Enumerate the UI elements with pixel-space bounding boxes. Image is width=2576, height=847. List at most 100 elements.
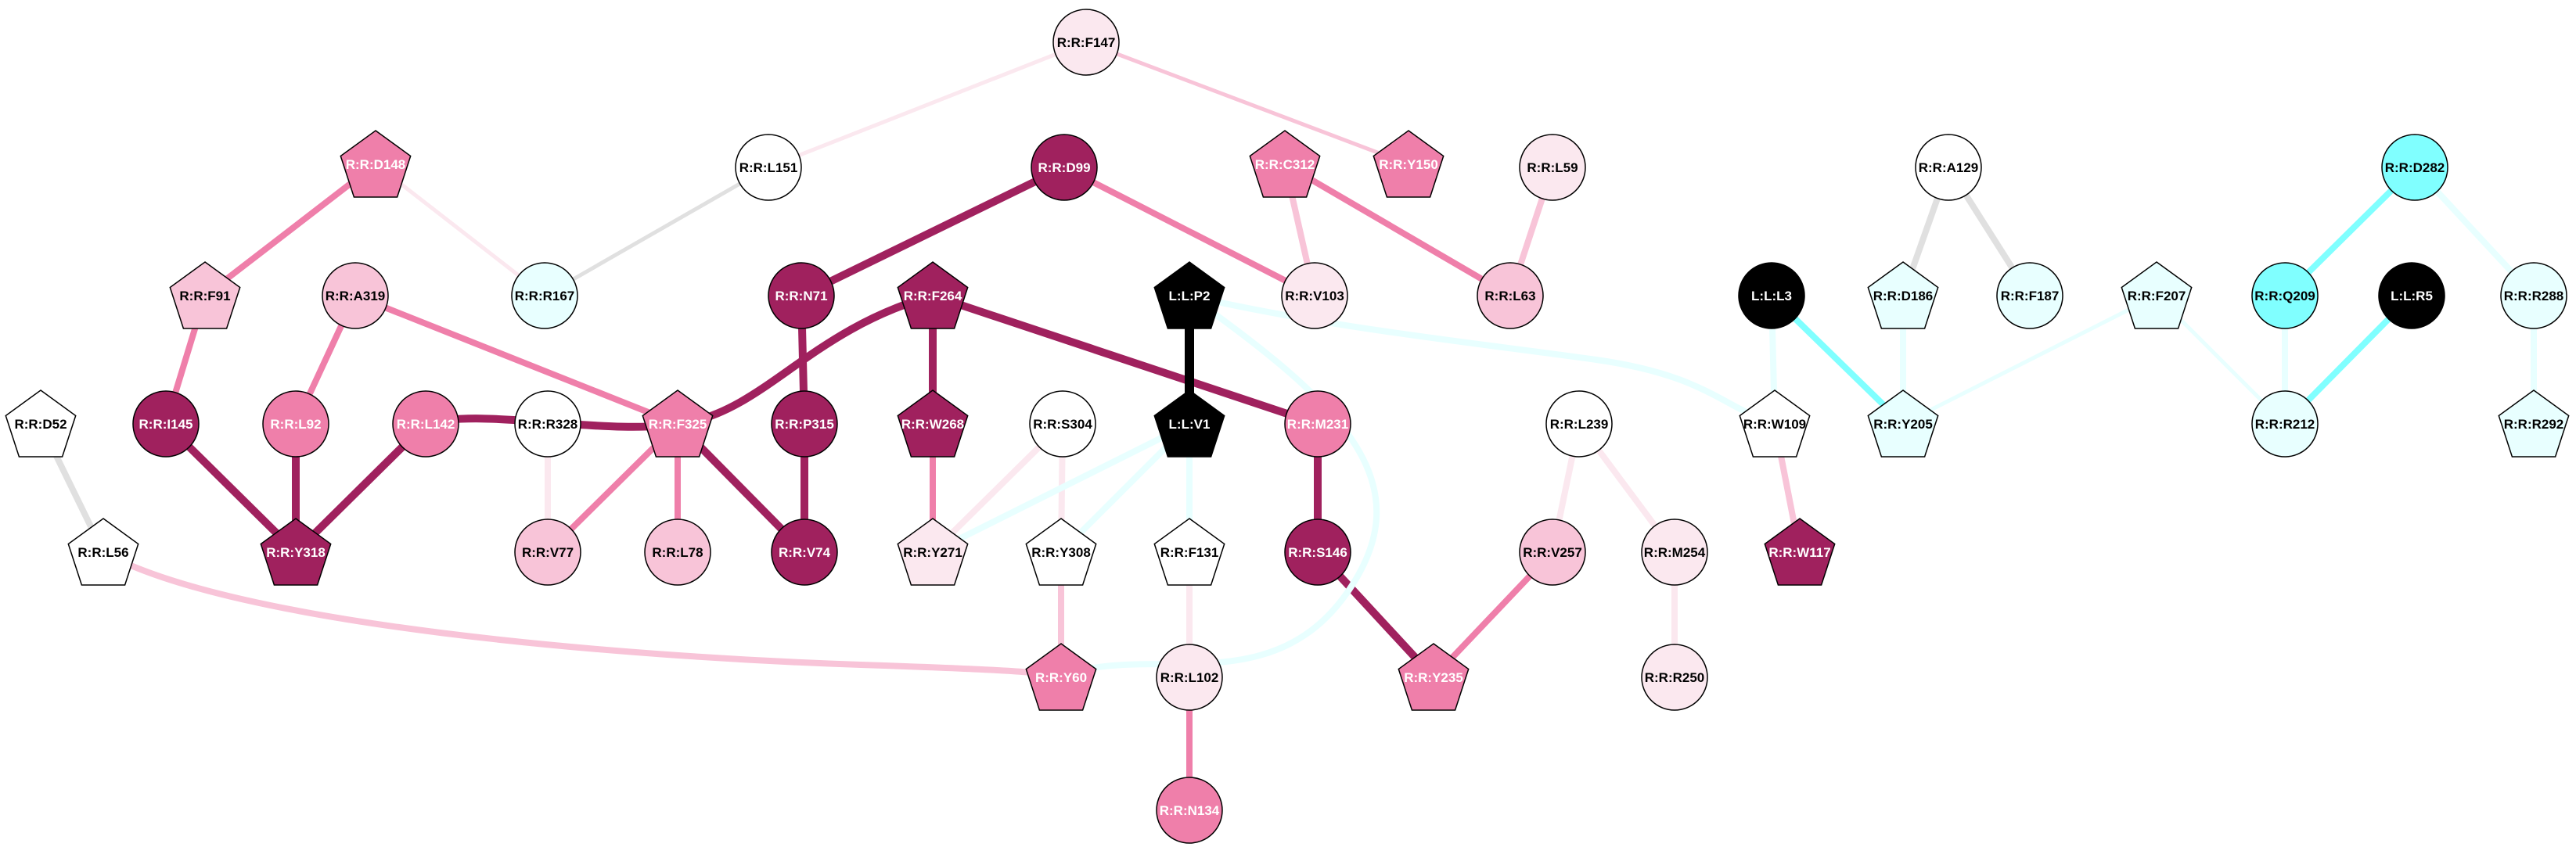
node-d186: R:R:D186 [1867, 261, 1939, 329]
node-label: R:R:D148 [346, 157, 406, 172]
node-pentagon [1398, 643, 1470, 711]
node-circle [2251, 390, 2319, 458]
node-pentagon [2498, 389, 2570, 458]
node-circle [1519, 134, 1586, 201]
node-label: R:R:F147 [1057, 35, 1116, 50]
node-f264: R:R:F264 [897, 261, 969, 329]
node-label: L:L:P2 [1169, 289, 1211, 303]
node-pentagon [260, 518, 332, 586]
node-f207: R:R:F207 [2121, 261, 2193, 329]
node-w268: R:R:W268 [897, 389, 969, 458]
node-pentagon [1153, 518, 1225, 586]
node-label: R:R:N71 [775, 289, 827, 303]
edge-d148-f91 [202, 161, 379, 299]
node-label: R:R:A129 [1919, 160, 1979, 175]
node-pentagon [2121, 261, 2193, 329]
edge-f264-m231 [929, 292, 1322, 428]
edge-d99-v103 [1061, 164, 1318, 299]
node-f91: R:R:F91 [169, 261, 241, 329]
node-y205: R:R:Y205 [1867, 389, 1939, 458]
node-circle [1031, 134, 1098, 201]
node-pentagon [897, 261, 969, 329]
node-label: R:R:M254 [1644, 545, 1706, 560]
node-circle [1029, 390, 1096, 458]
node-d148: R:R:D148 [340, 130, 412, 198]
node-label: R:R:W109 [1743, 417, 1806, 432]
node-circle [768, 262, 835, 329]
node-y150: R:R:Y150 [1373, 130, 1445, 198]
node-circle [771, 390, 838, 458]
node-y318: R:R:Y318 [260, 518, 332, 586]
node-a319: R:R:A319 [322, 262, 389, 329]
node-v77: R:R:V77 [514, 519, 581, 586]
node-circle [511, 262, 578, 329]
node-label: R:R:A319 [326, 289, 386, 303]
node-r5: L:L:R5 [2378, 262, 2445, 329]
node-d52: R:R:D52 [5, 389, 77, 458]
node-l3: L:L:L3 [1738, 262, 1805, 329]
node-label: R:R:D186 [1873, 289, 1934, 303]
node-label: R:R:L151 [739, 160, 798, 175]
node-circle [1477, 262, 1544, 329]
node-label: R:R:N134 [1160, 803, 1220, 818]
edge-d148-r167 [373, 162, 547, 298]
edge-f147-l151 [766, 40, 1088, 170]
node-label: R:R:R288 [2504, 289, 2564, 303]
node-label: R:R:R212 [2255, 417, 2315, 432]
edge-p2-y60 [1058, 293, 1380, 680]
node-r328: R:R:R328 [514, 390, 581, 458]
node-label: R:R:F131 [1160, 545, 1219, 560]
node-label: R:R:I145 [139, 417, 193, 432]
node-s146: R:R:S146 [1284, 519, 1351, 586]
node-label: R:R:R250 [1645, 670, 1705, 685]
node-l239: R:R:L239 [1545, 390, 1613, 458]
node-w109: R:R:W109 [1739, 389, 1811, 458]
node-circle [1641, 644, 1708, 711]
edge-d99-n71 [797, 163, 1068, 300]
node-n71: R:R:N71 [768, 262, 835, 329]
node-f187: R:R:F187 [1996, 262, 2063, 329]
node-m254: R:R:M254 [1641, 519, 1708, 586]
node-label: R:R:Y205 [1873, 417, 1933, 432]
node-w117: R:R:W117 [1764, 518, 1836, 586]
node-label: R:R:C312 [1255, 157, 1315, 172]
node-circle [2500, 262, 2567, 329]
node-pentagon [169, 261, 241, 329]
node-circle [1641, 519, 1708, 586]
node-label: R:R:L56 [77, 545, 128, 560]
node-label: R:R:M231 [1287, 417, 1348, 432]
node-circle [132, 390, 200, 458]
node-label: R:R:L239 [1550, 417, 1609, 432]
node-circle [644, 519, 711, 586]
node-pentagon [1153, 389, 1225, 458]
node-label: R:R:L102 [1160, 670, 1219, 685]
node-label: R:R:D282 [2385, 160, 2445, 175]
node-n134: R:R:N134 [1156, 777, 1223, 844]
node-label: R:R:F264 [904, 289, 962, 303]
node-pentagon [1867, 389, 1939, 458]
node-label: R:R:W268 [901, 417, 964, 432]
node-label: R:R:R167 [515, 289, 575, 303]
node-r288: R:R:R288 [2500, 262, 2567, 329]
node-label: R:R:F187 [2001, 289, 2060, 303]
node-circle [1545, 390, 1613, 458]
node-circle [2251, 262, 2319, 329]
node-d282: R:R:D282 [2381, 134, 2448, 201]
node-i145: R:R:I145 [132, 390, 200, 458]
node-pentagon [1025, 643, 1097, 711]
node-v1: L:L:V1 [1153, 389, 1225, 458]
node-label: R:R:L63 [1484, 289, 1535, 303]
node-label: R:R:Y60 [1035, 670, 1087, 685]
node-label: R:R:Y271 [903, 545, 962, 560]
edge-v1-y271 [930, 421, 1193, 555]
node-label: L:L:R5 [2391, 289, 2433, 303]
node-circle [1996, 262, 2063, 329]
node-circle [1519, 519, 1586, 586]
node-circle [1281, 262, 1348, 329]
node-circle [771, 519, 838, 586]
node-c312: R:R:C312 [1249, 130, 1321, 198]
node-f131: R:R:F131 [1153, 518, 1225, 586]
node-pentagon [67, 518, 139, 586]
node-label: L:L:L3 [1751, 289, 1792, 303]
